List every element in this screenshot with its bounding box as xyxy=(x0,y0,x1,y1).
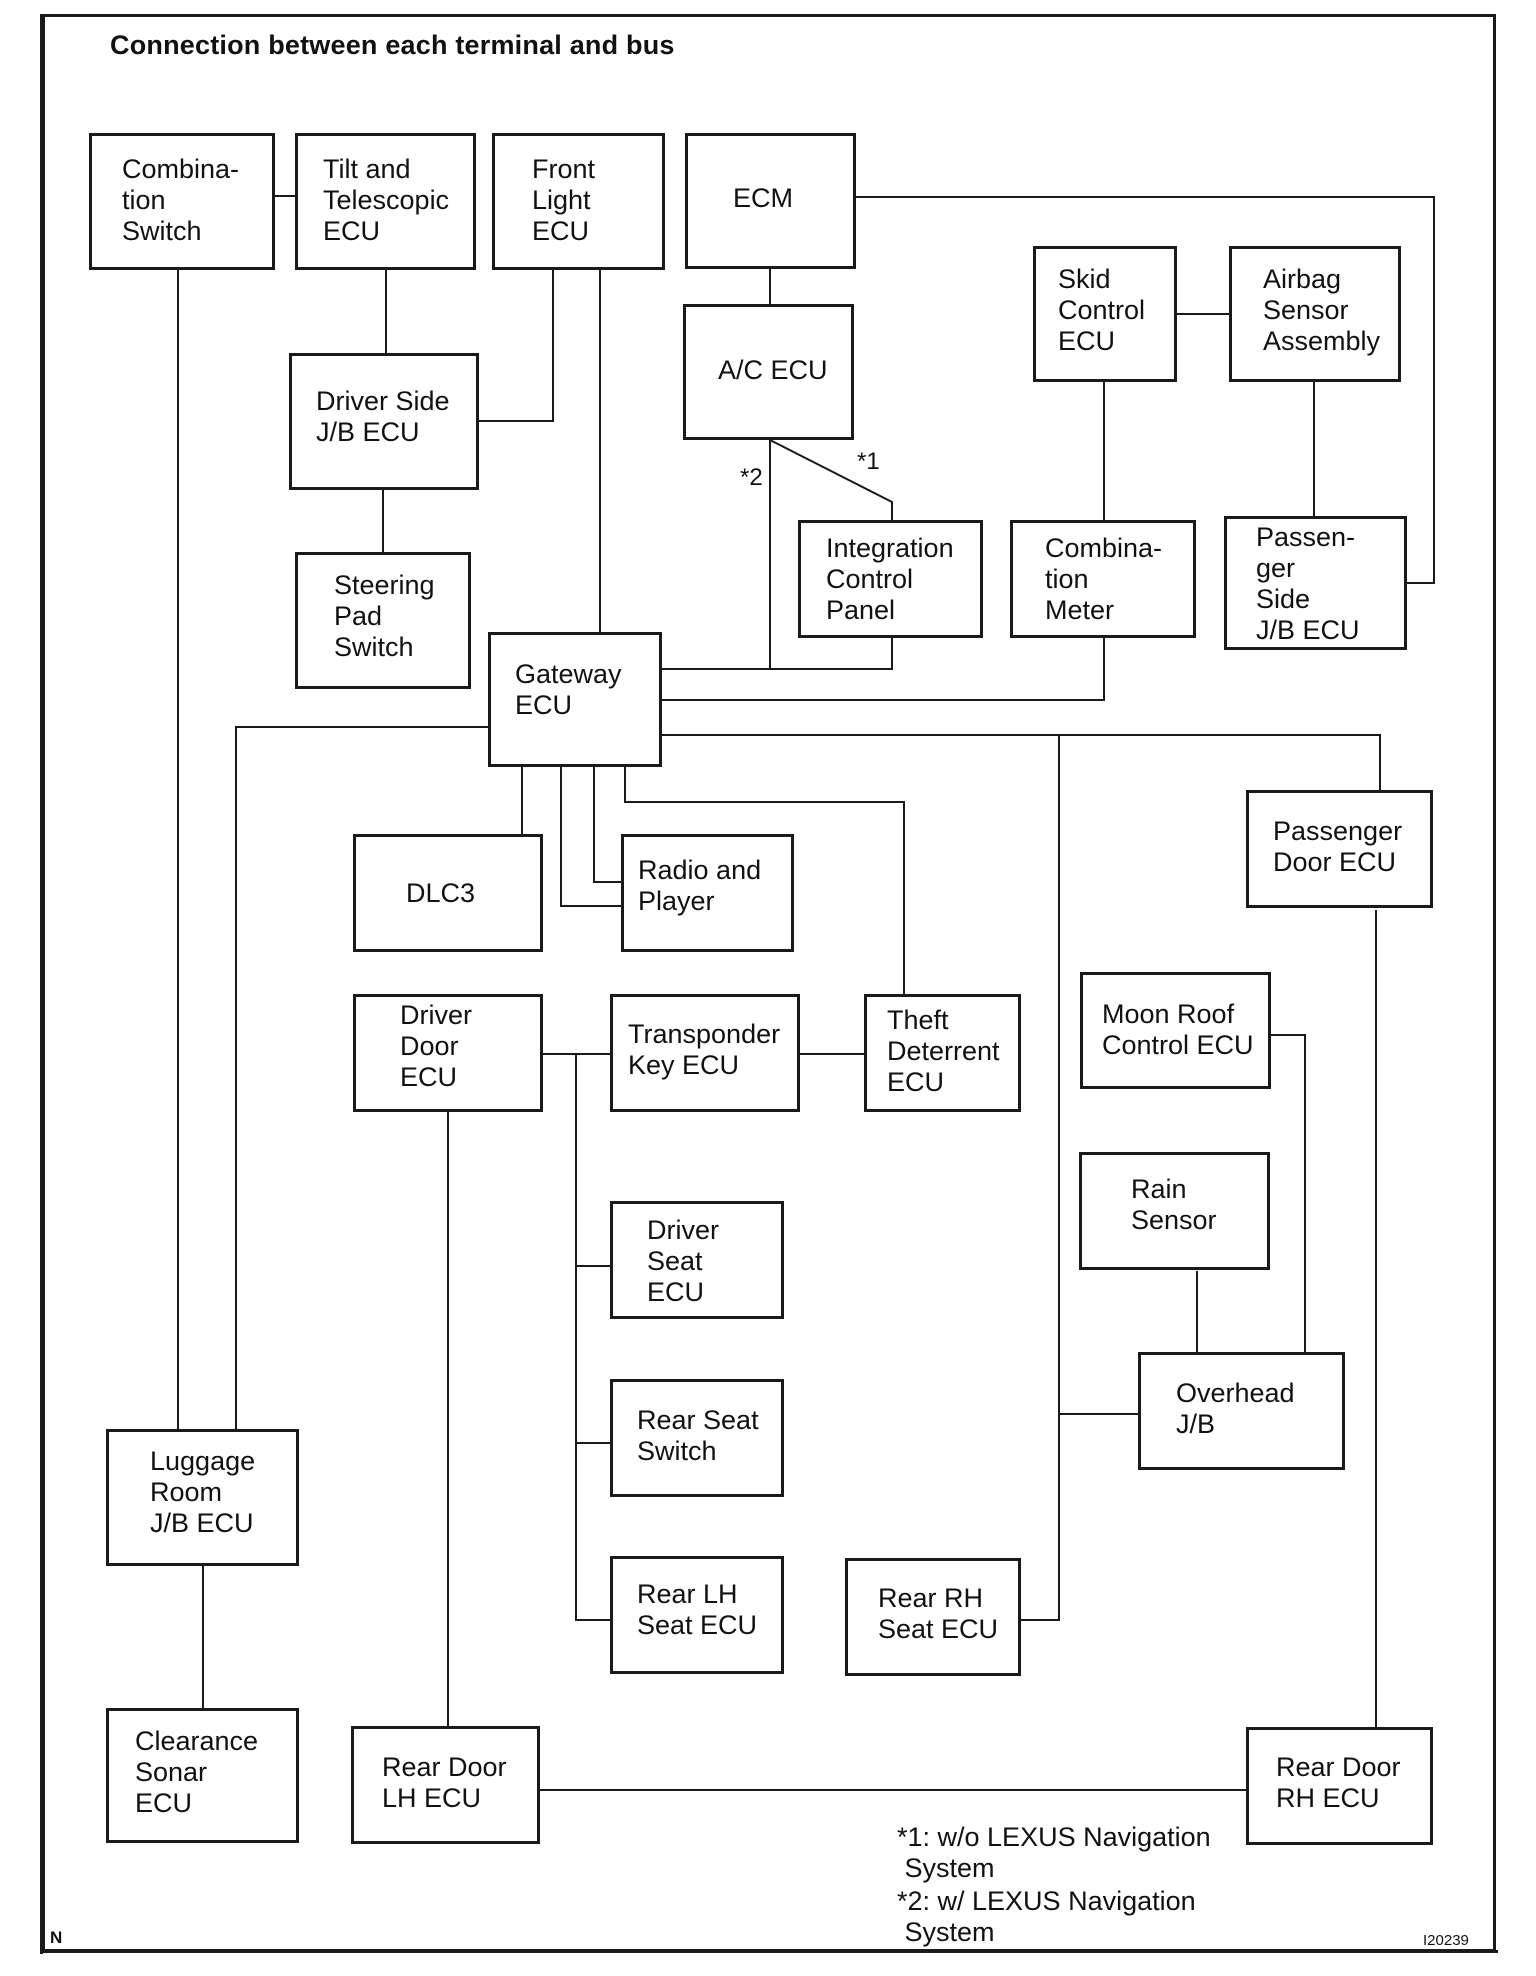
wire-right-bus-vertical xyxy=(1020,735,1060,1621)
box-skid-control-ecu: Skid Control ECU xyxy=(1033,246,1177,382)
box-rear-door-rh-ecu: Rear Door RH ECU xyxy=(1246,1727,1433,1845)
box-transponder-key-ecu: Transponder Key ECU xyxy=(610,994,800,1112)
box-radio-and-player: Radio and Player xyxy=(621,834,794,952)
box-theft-deterrent-ecu-label: Theft Deterrent ECU xyxy=(887,1005,1000,1097)
box-rear-seat-switch: Rear Seat Switch xyxy=(610,1379,784,1497)
wire-gateway-integration xyxy=(661,636,893,670)
box-integration-control-panel-label: Integration Control Panel xyxy=(826,533,954,625)
box-ecm-label: ECM xyxy=(733,183,793,213)
box-driver-side-jb-ecu-label: Driver Side J/B ECU xyxy=(316,386,450,447)
box-luggage-room-jb-ecu: Luggage Room J/B ECU xyxy=(106,1429,299,1566)
box-clearance-sonar-ecu: Clearance Sonar ECU xyxy=(106,1708,299,1843)
box-driver-door-ecu-label: Driver Door ECU xyxy=(400,1000,472,1092)
box-moon-roof-control-ecu: Moon Roof Control ECU xyxy=(1080,972,1271,1089)
box-steering-pad-switch-label: Steering Pad Switch xyxy=(334,570,435,662)
box-tilt-telescopic-ecu-label: Tilt and Telescopic ECU xyxy=(323,154,450,246)
footnote-1: *1: w/o LEXUS Navigation System xyxy=(897,1822,1211,1883)
footnote-2: *2: w/ LEXUS Navigation System xyxy=(897,1886,1196,1947)
box-tilt-telescopic-ecu: Tilt and Telescopic ECU xyxy=(295,133,476,270)
box-rear-door-lh-ecu: Rear Door LH ECU xyxy=(351,1726,540,1844)
wire-gateway-theft xyxy=(624,766,905,997)
frame-bottom-edge xyxy=(40,1950,1498,1953)
figure-id: I20239 xyxy=(1423,1932,1469,1949)
box-skid-control-ecu-label: Skid Control ECU xyxy=(1058,264,1146,356)
wire-moonroof-overhead xyxy=(1270,1034,1306,1354)
box-rear-door-rh-ecu-label: Rear Door RH ECU xyxy=(1276,1752,1401,1813)
box-airbag-sensor-assembly: Airbag Sensor Assembly xyxy=(1229,246,1401,382)
box-airbag-sensor-assembly-label: Airbag Sensor Assembly xyxy=(1263,264,1381,356)
box-rain-sensor: Rain Sensor xyxy=(1079,1152,1270,1270)
tag-star2: *2 xyxy=(740,464,763,491)
box-combination-switch: Combina- tion Switch xyxy=(89,133,275,270)
corner-mark-left: N xyxy=(50,1928,63,1947)
diagram-title: Connection between each terminal and bus xyxy=(110,30,675,60)
box-ac-ecu: A/C ECU xyxy=(683,304,854,440)
box-passenger-door-ecu-label: Passenger Door ECU xyxy=(1273,816,1403,877)
box-combination-switch-label: Combina- tion Switch xyxy=(122,154,240,246)
box-driver-side-jb-ecu: Driver Side J/B ECU xyxy=(289,353,479,490)
box-transponder-key-ecu-label: Transponder Key ECU xyxy=(628,1019,781,1080)
box-rear-rh-seat-ecu: Rear RH Seat ECU xyxy=(845,1558,1021,1676)
wire-gateway-luggage xyxy=(235,726,490,1434)
box-overhead-jb: Overhead J/B xyxy=(1138,1352,1345,1470)
box-gateway-ecu: Gateway ECU xyxy=(488,632,662,767)
box-rear-lh-seat-ecu-label: Rear LH Seat ECU xyxy=(637,1579,758,1640)
tag-star1: *1 xyxy=(857,448,880,475)
box-clearance-sonar-ecu-label: Clearance Sonar ECU xyxy=(135,1726,259,1818)
box-gateway-ecu-label: Gateway ECU xyxy=(515,659,622,720)
wire-ecm-passenger-jb xyxy=(855,196,1435,584)
box-ecm: ECM xyxy=(685,133,856,269)
box-rain-sensor-label: Rain Sensor xyxy=(1131,1174,1217,1235)
box-rear-door-lh-ecu-label: Rear Door LH ECU xyxy=(382,1752,507,1813)
box-luggage-room-jb-ecu-label: Luggage Room J/B ECU xyxy=(150,1446,256,1538)
box-front-light-ecu: Front Light ECU xyxy=(492,133,665,270)
box-driver-door-ecu: Driver Door ECU xyxy=(353,994,543,1112)
wire-seat-bus xyxy=(575,1054,612,1621)
wire-gateway-meter xyxy=(661,636,1105,701)
wire-gateway-radio-b xyxy=(593,766,623,883)
box-dlc3: DLC3 xyxy=(353,834,543,952)
box-combination-meter-label: Combina- tion Meter xyxy=(1045,533,1163,625)
box-dlc3-label: DLC3 xyxy=(406,878,476,908)
box-driver-seat-ecu: Driver Seat ECU xyxy=(610,1201,784,1319)
box-steering-pad-switch: Steering Pad Switch xyxy=(295,552,471,689)
box-front-light-ecu-label: Front Light ECU xyxy=(532,154,596,246)
box-driver-seat-ecu-label: Driver Seat ECU xyxy=(647,1215,719,1307)
box-passenger-side-jb-ecu-label: Passen- ger Side J/B ECU xyxy=(1256,522,1360,645)
box-moon-roof-control-ecu-label: Moon Roof Control ECU xyxy=(1102,999,1254,1060)
wire-front-light-driver-jb xyxy=(478,268,554,422)
wire-gateway-right-bus xyxy=(661,734,1381,792)
box-passenger-side-jb-ecu: Passen- ger Side J/B ECU xyxy=(1224,516,1407,650)
wire-ac-integration-star1 xyxy=(769,439,893,522)
box-combination-meter: Combina- tion Meter xyxy=(1010,520,1196,638)
frame-left-edge xyxy=(40,14,43,1954)
box-rear-rh-seat-ecu-label: Rear RH Seat ECU xyxy=(878,1583,999,1644)
box-overhead-jb-label: Overhead J/B xyxy=(1176,1378,1295,1439)
box-passenger-door-ecu: Passenger Door ECU xyxy=(1246,790,1433,908)
box-theft-deterrent-ecu: Theft Deterrent ECU xyxy=(864,994,1021,1112)
box-rear-lh-seat-ecu: Rear LH Seat ECU xyxy=(610,1556,784,1674)
box-rear-seat-switch-label: Rear Seat Switch xyxy=(637,1405,759,1466)
box-integration-control-panel: Integration Control Panel xyxy=(798,520,983,638)
box-ac-ecu-label: A/C ECU xyxy=(718,355,828,385)
wire-gateway-radio-a xyxy=(560,766,623,907)
box-radio-and-player-label: Radio and Player xyxy=(638,855,762,916)
